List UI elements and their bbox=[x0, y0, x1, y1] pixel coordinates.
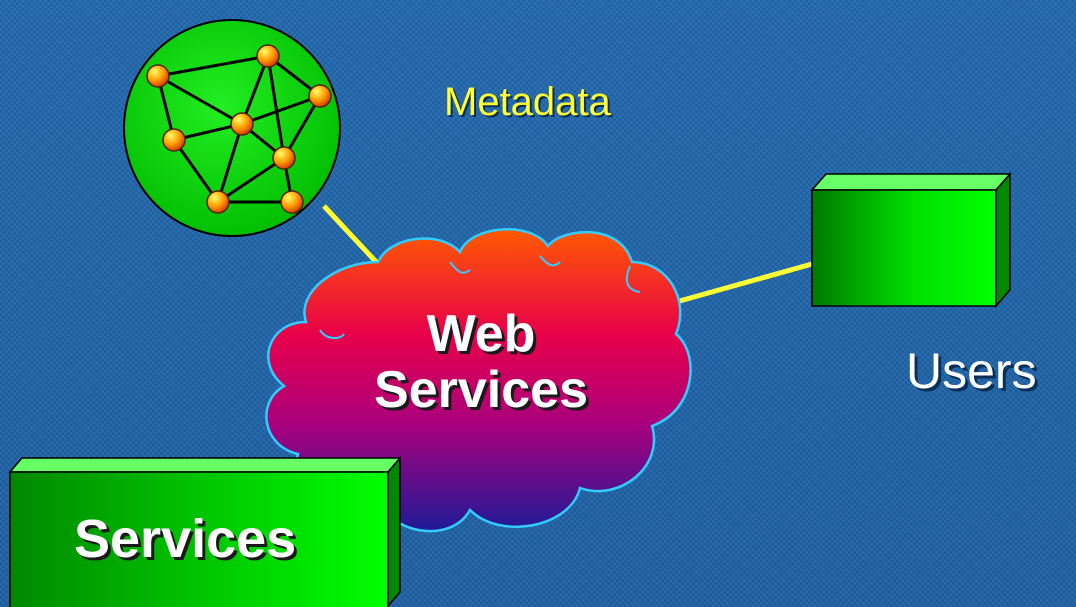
metadata-label: Metadata bbox=[444, 80, 611, 124]
connector-web-services-users bbox=[675, 261, 813, 305]
cloud-icon bbox=[265, 228, 692, 533]
connector-metadata-web-services bbox=[322, 204, 380, 266]
services-label: Services bbox=[74, 509, 297, 569]
web-services-label-line1: Web bbox=[426, 305, 536, 363]
services-box bbox=[8, 455, 402, 607]
web-services-label: Web Services bbox=[346, 306, 616, 418]
network-globe-icon bbox=[123, 19, 341, 237]
users-label: Users bbox=[906, 343, 1037, 399]
web-services-label-line2: Services bbox=[374, 361, 588, 419]
green-box-icon bbox=[810, 172, 1012, 308]
